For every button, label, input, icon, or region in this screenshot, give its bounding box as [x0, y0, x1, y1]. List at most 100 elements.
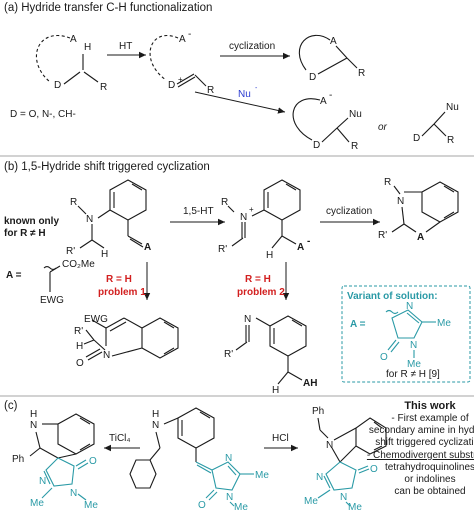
atom-label: N	[152, 420, 159, 431]
atom-label: D	[168, 80, 175, 91]
atom-label: R	[100, 82, 107, 93]
variant-box: Variant of solution: A = N Me N Me O for…	[341, 285, 471, 383]
atom-label: H	[266, 250, 273, 261]
atom-label: A	[417, 232, 424, 243]
or-text: or	[378, 122, 388, 133]
substrate-b: N R R' H A	[66, 179, 151, 260]
atom-label: N	[240, 212, 247, 223]
atom-label: O	[198, 500, 206, 511]
thq-product: N H Ph N Me N Me O	[12, 409, 98, 511]
atom-label: Ph	[312, 406, 324, 417]
atom-label: R	[447, 135, 454, 146]
atom-label: N	[86, 214, 93, 225]
atom-label: H	[76, 341, 83, 352]
problem1-line2: problem 1	[98, 287, 146, 298]
atom-label: R	[207, 85, 214, 96]
known-only-line1: known only	[4, 216, 59, 227]
atom-label: A	[330, 36, 337, 47]
atom-label: R'	[74, 326, 83, 337]
intermediate-b: N + R R' H A -	[218, 179, 310, 261]
atom-label: N	[406, 301, 413, 312]
atom-label: R	[358, 68, 365, 79]
nu-charge: -	[255, 85, 258, 92]
atom-label: Me	[348, 502, 362, 511]
charge-minus: -	[307, 236, 310, 247]
section-b-heading: (b) 1,5-Hydride shift triggered cyclizat…	[4, 161, 210, 173]
atom-label: H	[272, 385, 279, 396]
ah-label: AH	[303, 378, 317, 389]
nu-product-a: A - D Nu R	[292, 90, 362, 152]
atom-label: D	[309, 72, 316, 83]
ht-label: HT	[119, 41, 132, 52]
atom-label: H	[101, 249, 108, 260]
atom-label: Me	[437, 318, 451, 329]
atom-label: R'	[218, 244, 227, 255]
atom-label: EWG	[84, 314, 108, 325]
work-line: or indolines	[404, 474, 455, 485]
ewg-label: EWG	[40, 295, 64, 306]
atom-label: Me	[234, 502, 248, 511]
work-title: This work	[404, 400, 456, 412]
charge-plus: +	[178, 75, 183, 84]
atom-label: D	[313, 140, 320, 151]
atom-label: Me	[30, 498, 44, 509]
central-substrate: N H N Me N Me O	[129, 407, 269, 511]
hcl-label: HCl	[272, 433, 289, 444]
shift-label: 1,5-HT	[183, 206, 214, 217]
atom-label: A	[144, 242, 151, 253]
atom-label: O	[380, 352, 388, 363]
atom-label: R'	[378, 230, 387, 241]
atom-label: O	[370, 464, 378, 475]
intermediate-a: A - D + R	[149, 29, 214, 96]
section-c-heading: (c)	[4, 400, 18, 412]
atom-label: D	[413, 133, 420, 144]
atom-label: Me	[407, 359, 421, 370]
quinolinone-product: N EWG O R' H	[74, 314, 179, 369]
cyclization-label-a: cyclization	[229, 41, 275, 52]
atom-label: N	[244, 314, 251, 325]
atom-label: H	[84, 42, 91, 53]
atom-label: N	[30, 420, 37, 431]
atom-label: Me	[255, 470, 269, 481]
work-line: can be obtained	[394, 486, 465, 497]
atom-label: -	[188, 29, 191, 40]
section-a: (a) Hydride transfer C-H functionalizati…	[4, 2, 459, 152]
problem2-line2: problem 2	[237, 287, 285, 298]
ticl4-label: TiCl₄	[109, 433, 130, 444]
work-line: - Chemodivergent substrate:	[367, 450, 474, 461]
variant-note: for R ≠ H [9]	[386, 369, 440, 380]
atom-label: N	[410, 340, 417, 351]
atom-label: -	[329, 90, 332, 101]
atom-label: N	[397, 196, 404, 207]
nu-reagent: Nu	[238, 89, 251, 100]
cyclization-label-b: cyclization	[326, 206, 372, 217]
atom-label: A	[179, 34, 186, 45]
problem1-line1: R = H	[106, 274, 132, 285]
atom-label: N	[226, 492, 233, 503]
atom-label: A	[70, 34, 77, 45]
atom-label: N	[103, 350, 110, 361]
atom-label: N	[70, 488, 77, 499]
d-definition: D = O, N-, CH-	[10, 109, 76, 120]
atom-label: N	[316, 472, 323, 483]
a-equals: A =	[6, 270, 22, 281]
variant-a: A =	[350, 319, 366, 330]
atom-label: Ph	[12, 454, 24, 465]
known-only-line2: for R ≠ H	[4, 228, 46, 239]
nu-product-b: D Nu R	[413, 102, 459, 146]
atom-label: Me	[304, 496, 318, 507]
section-c: (c) N H Ph N Me N Me O	[4, 400, 474, 511]
work-line: - First example of	[391, 413, 468, 424]
atom-label: R	[221, 197, 228, 208]
atom-label: H	[152, 409, 159, 420]
nu-arrow	[194, 91, 286, 114]
atom-label: R	[70, 197, 77, 208]
atom-label: N	[39, 476, 46, 487]
atom-label: Nu	[349, 109, 362, 120]
start-material-a: A H D R	[35, 34, 107, 93]
atom-label: N	[225, 453, 232, 464]
atom-label: N	[326, 440, 333, 451]
atom-label: R	[384, 177, 391, 188]
atom-label: A	[297, 242, 304, 253]
